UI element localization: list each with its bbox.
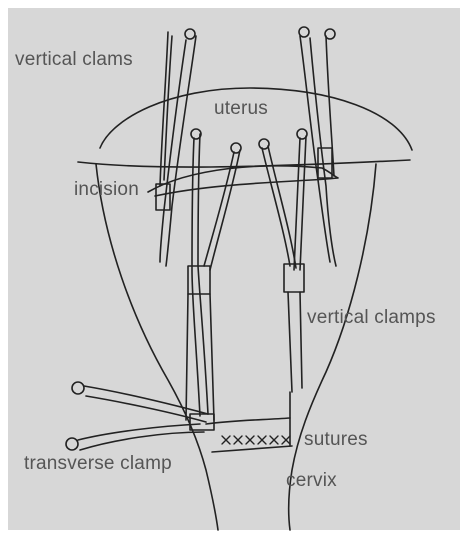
label-transverse-clamp: transverse clamp (24, 454, 172, 473)
label-cervix: cervix (286, 471, 337, 490)
label-uterus: uterus (214, 99, 268, 118)
paper-sheet (8, 8, 460, 530)
label-sutures: sutures (304, 430, 368, 449)
label-vertical-clams: vertical clams (15, 50, 133, 69)
label-vertical-clamps: vertical clamps (307, 308, 436, 327)
label-incision: incision (74, 180, 139, 199)
